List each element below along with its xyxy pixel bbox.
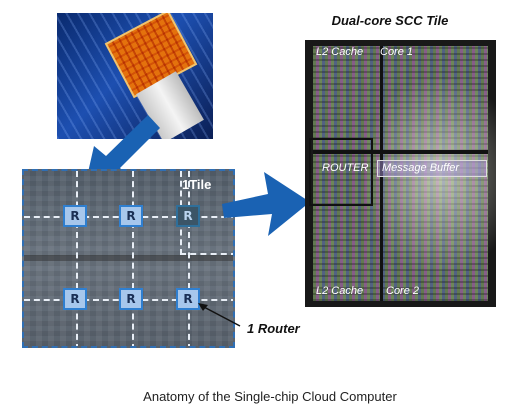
router-node: R — [119, 205, 143, 227]
router-annotation: 1 Router — [247, 321, 300, 336]
router-node: R — [119, 288, 143, 310]
router-label: ROUTER — [322, 162, 369, 174]
mesh-line — [188, 171, 190, 346]
mesh-line — [76, 171, 78, 346]
die-separator — [313, 150, 488, 154]
pointer-arrow-icon — [198, 303, 241, 327]
figure-caption: Anatomy of the Single-chip Cloud Compute… — [143, 389, 397, 404]
tile-mesh-diagram — [22, 169, 235, 348]
message-buffer-label: Message Buffer — [382, 162, 460, 174]
arrow-right-icon — [222, 172, 310, 236]
mesh-line — [132, 171, 134, 346]
die-highlight — [365, 80, 496, 270]
l2-cache-bottom-label: L2 Cache — [316, 285, 364, 297]
router-node: R — [63, 288, 87, 310]
die-photo — [305, 40, 496, 307]
router-node: R — [176, 288, 200, 310]
mesh-midband — [24, 255, 233, 261]
chip-photo — [57, 13, 213, 139]
die-separator — [380, 46, 383, 301]
die-title: Dual-core SCC Tile — [331, 13, 449, 28]
l2-cache-top-label: L2 Cache — [316, 46, 364, 58]
core1-label: Core 1 — [380, 46, 414, 58]
router-region — [309, 138, 373, 206]
router-node: R — [176, 205, 200, 227]
core2-label: Core 2 — [386, 285, 420, 297]
memory-controller-label: Memory Controller — [7, 200, 22, 316]
message-buffer-region — [377, 160, 487, 177]
router-node: R — [63, 205, 87, 227]
tile-label: 1Tile — [182, 177, 212, 192]
